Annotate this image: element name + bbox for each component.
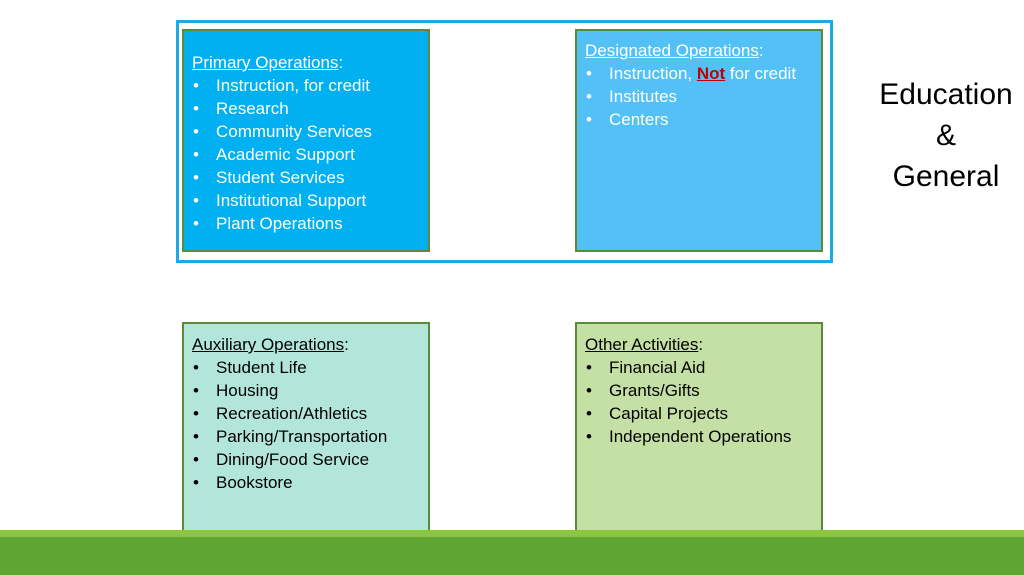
bullet-icon: • (586, 64, 592, 83)
auxiliary-operations-box: Auxiliary Operations: •Student Life •Hou… (182, 322, 430, 546)
list-item: •Capital Projects (586, 404, 729, 423)
list-item: •Academic Support (193, 145, 355, 164)
list-item: •Community Services (193, 122, 372, 141)
bullet-icon: • (586, 87, 592, 106)
designated-operations-title: Designated Operations: (585, 41, 764, 60)
auxiliary-operations-title: Auxiliary Operations: (192, 335, 349, 354)
bullet-icon: • (193, 427, 199, 446)
bullet-icon: • (193, 358, 199, 377)
bullet-icon: • (193, 404, 199, 423)
ground-strip-light (0, 530, 1024, 537)
bullet-icon: • (193, 450, 199, 469)
list-item: •Recreation/Athletics (193, 404, 368, 423)
list-item: •Grants/Gifts (586, 381, 700, 400)
bullet-icon: • (193, 76, 199, 95)
bullet-icon: • (586, 404, 592, 423)
primary-operations-list: •Instruction, for credit •Research •Comm… (192, 74, 420, 235)
other-activities-title: Other Activities: (585, 335, 704, 354)
education-general-label: Education & General (879, 78, 1013, 193)
list-item: •Instruction, Not for credit (586, 64, 797, 83)
list-item: •Centers (586, 110, 669, 129)
list-item: •Student Life (193, 358, 307, 377)
bullet-icon: • (193, 99, 199, 118)
designated-operations-box: Designated Operations: •Instruction, Not… (575, 29, 823, 252)
list-item: •Research (193, 99, 289, 118)
bullet-icon: • (193, 214, 199, 233)
auxiliary-operations-list: •Student Life •Housing •Recreation/Athle… (192, 356, 420, 494)
bullet-icon: • (586, 427, 592, 446)
bullet-icon: • (586, 381, 592, 400)
list-item: •Institutional Support (193, 191, 367, 210)
list-item: •Student Services (193, 168, 345, 187)
ground-strip-dark (0, 537, 1024, 575)
bullet-icon: • (193, 168, 199, 187)
not-emphasis: Not (696, 64, 726, 83)
bullet-icon: • (193, 145, 199, 164)
other-activities-list: •Financial Aid •Grants/Gifts •Capital Pr… (585, 356, 813, 448)
list-item: •Housing (193, 381, 279, 400)
primary-operations-title: Primary Operations: (192, 53, 344, 72)
list-item: •Bookstore (193, 473, 293, 492)
education-general-frame (176, 20, 833, 263)
other-activities-box: Other Activities: •Financial Aid •Grants… (575, 322, 823, 546)
list-item: •Parking/Transportation (193, 427, 388, 446)
list-item: •Plant Operations (193, 214, 343, 233)
list-item: •Financial Aid (586, 358, 706, 377)
bullet-icon: • (193, 381, 199, 400)
bullet-icon: • (193, 122, 199, 141)
primary-operations-box: Primary Operations: •Instruction, for cr… (182, 29, 430, 252)
bullet-icon: • (193, 473, 199, 492)
designated-operations-list: •Instruction, Not for credit •Institutes… (585, 62, 813, 131)
bullet-icon: • (586, 110, 592, 129)
list-item: •Institutes (586, 87, 678, 106)
list-item: •Independent Operations (586, 427, 792, 446)
bullet-icon: • (193, 191, 199, 210)
list-item: •Dining/Food Service (193, 450, 370, 469)
bullet-icon: • (586, 358, 592, 377)
list-item: •Instruction, for credit (193, 76, 371, 95)
